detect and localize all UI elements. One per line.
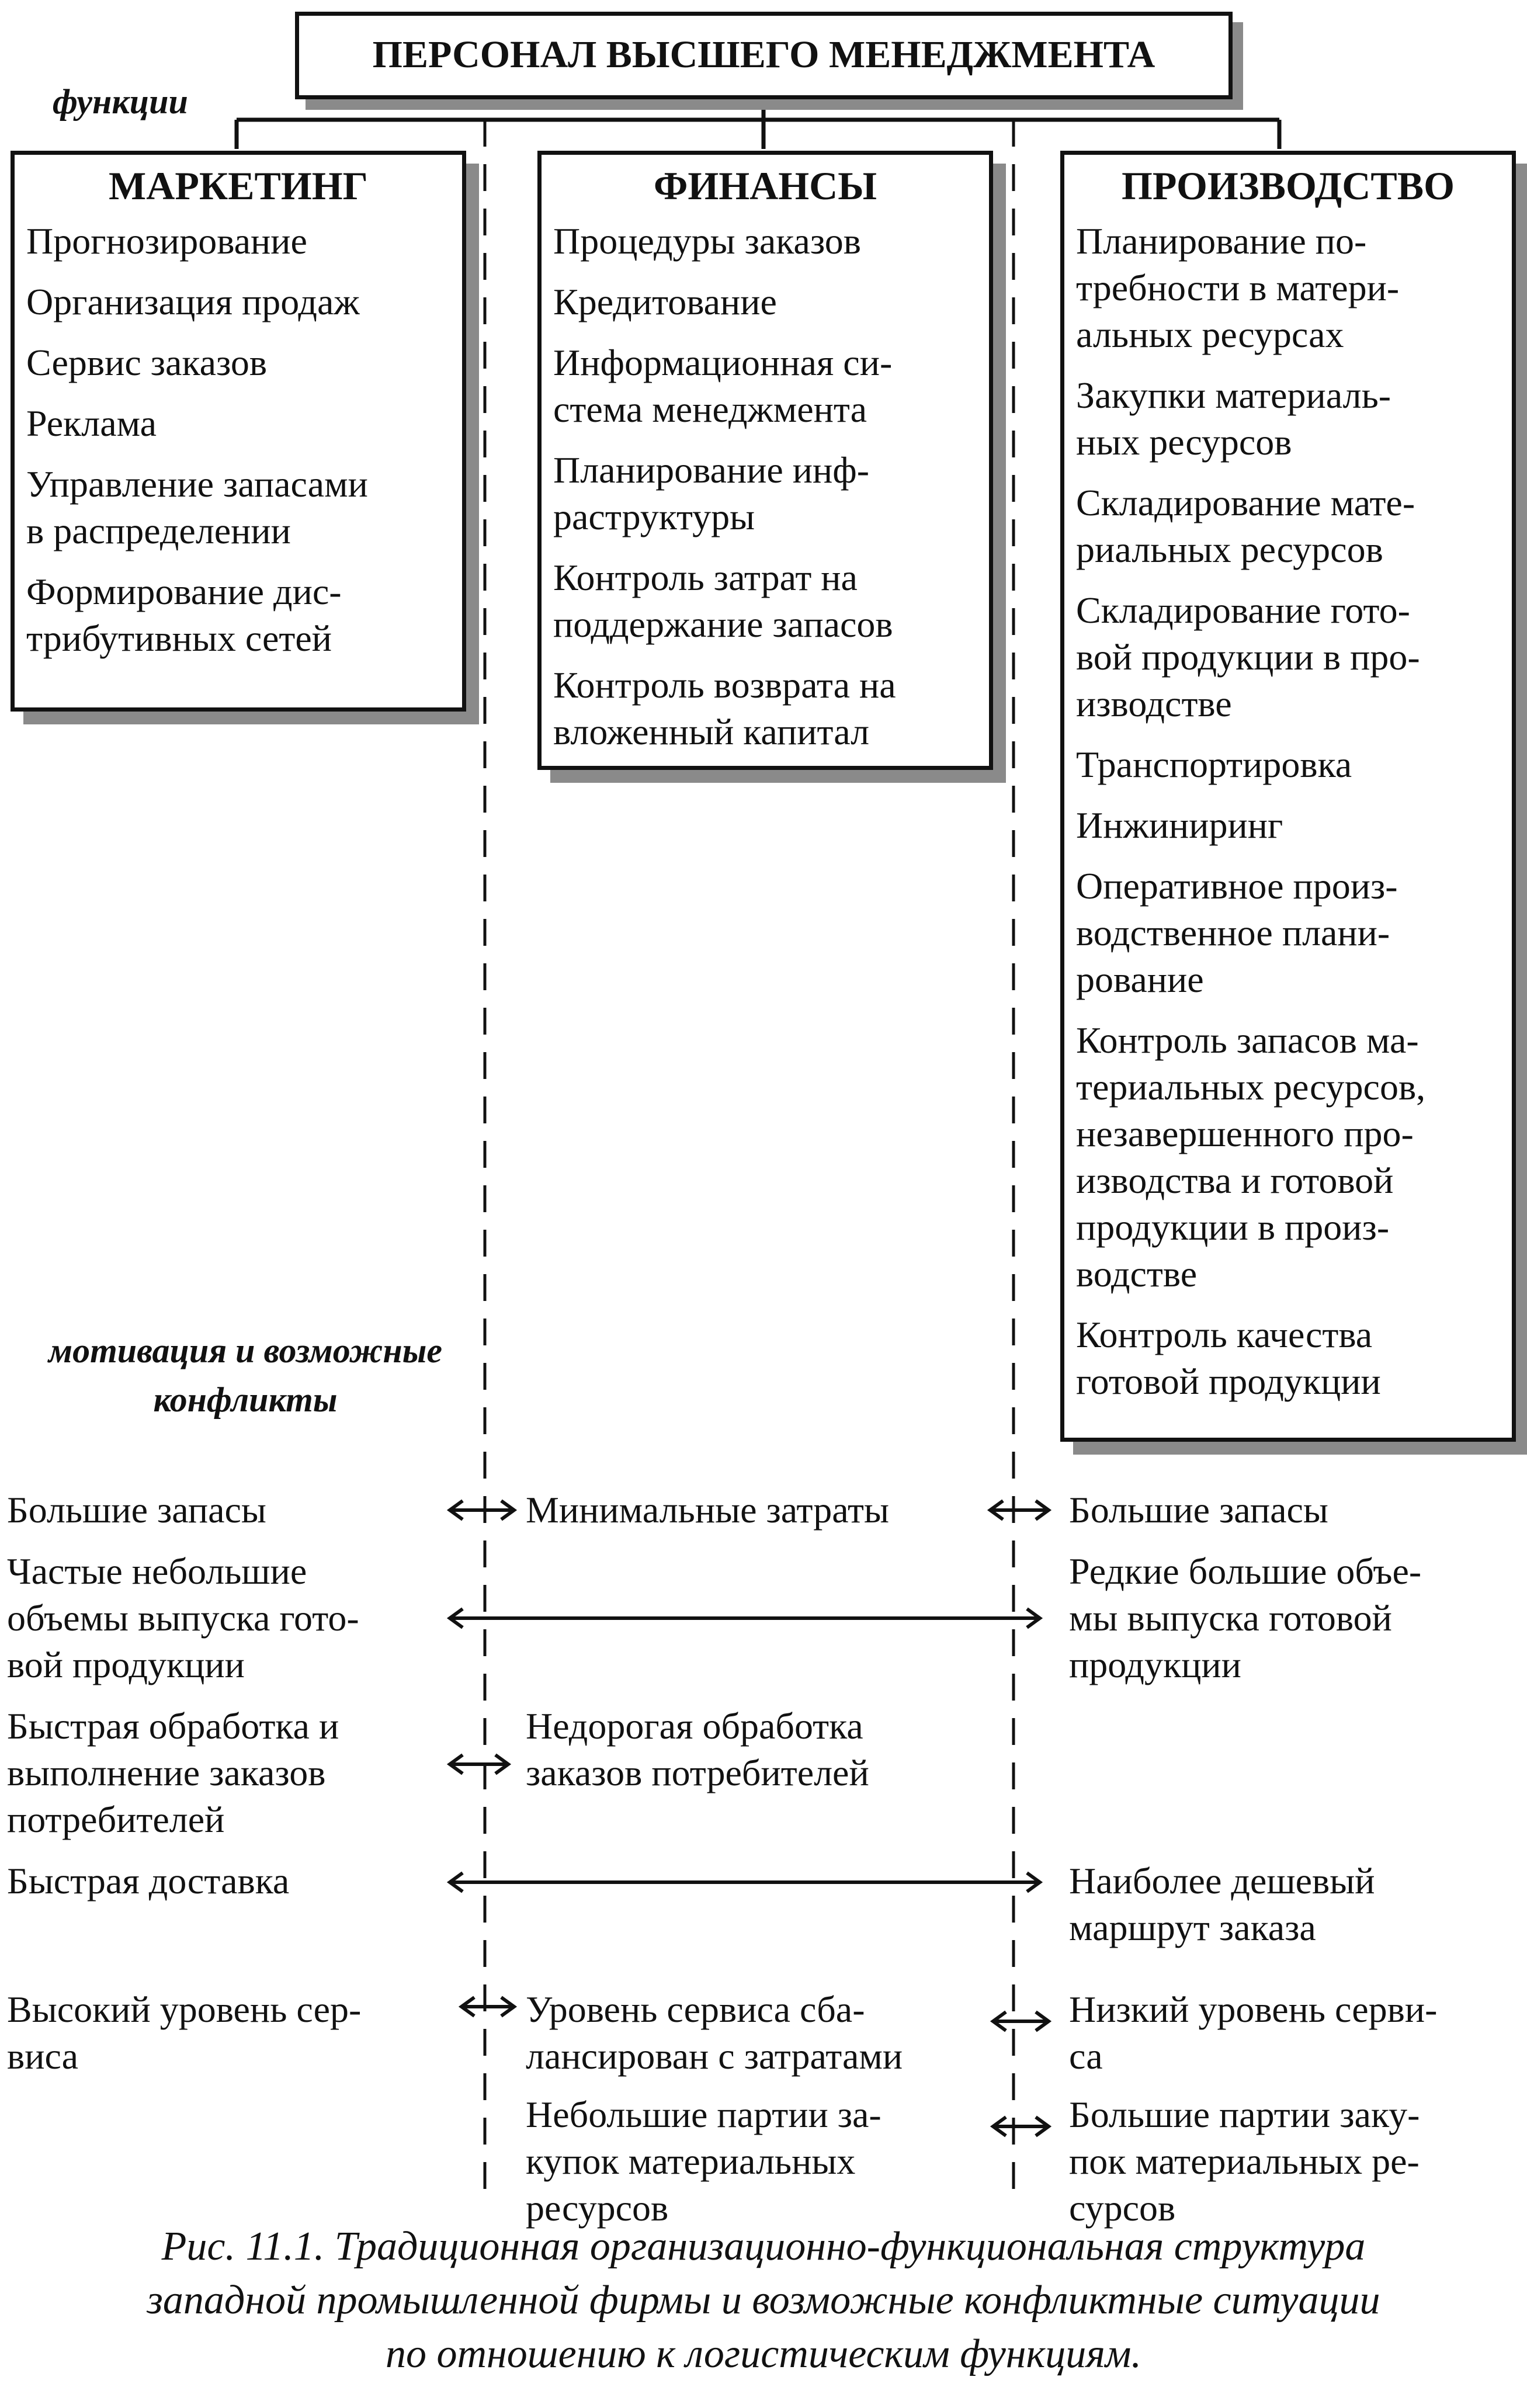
conflict-finance: Уровень сервиса сба- лансирован с затрат… [526,1989,903,2077]
motivation-label: мотивация и возможные конфликты [48,1331,442,1419]
functions-label: функции [53,82,188,121]
conflict-production: Низкий уровень серви- са [1069,1989,1438,2077]
function-item: Контроль качества готовой продукции [1076,1314,1381,1402]
arrow-right-row6 [990,2115,1052,2138]
arrow-right-row5 [990,2010,1052,2032]
function-item: Инжиниринг [1076,804,1283,846]
finance-title: ФИНАНСЫ [653,164,877,208]
conflict-production: Наиболее дешевый маршрут заказа [1069,1860,1375,1948]
conflict-marketing: Быстрая обработка и выполнение заказов п… [7,1705,339,1840]
function-item: Прогнозирование [26,220,307,262]
top-management-box: ПЕРСОНАЛ ВЫСШЕГО МЕНЕДЖМЕНТА [295,12,1233,99]
function-item: Транспортировка [1076,744,1352,785]
top-management-title: ПЕРСОНАЛ ВЫСШЕГО МЕНЕДЖМЕНТА [372,33,1155,76]
production-title: ПРОИЗВОДСТВО [1121,164,1455,208]
function-item: Реклама [26,403,157,444]
conflict-finance: Небольшие партии за- купок материальных … [526,2094,882,2229]
function-item: Контроль затрат на поддержание запасов [553,557,893,645]
function-item: Организация продаж [26,281,360,322]
arrow-long-row4 [446,1871,1043,1893]
production-functions-list: Планирование по- требности в матери- аль… [1076,218,1500,1419]
function-item: Управление запасами в распределении [26,463,368,551]
function-item: Сервис заказов [26,342,268,383]
conflict-finance: Недорогая обработка заказов потребителей [526,1705,869,1793]
function-item: Планирование инф- раструктуры [553,449,870,537]
marketing-title: МАРКЕТИНГ [109,164,368,208]
arrow-right-row1 [987,1499,1052,1521]
function-item: Формирование дис- трибутивных сетей [26,571,342,659]
arrow-left-row5 [458,1996,518,2018]
conflict-production: Большие запасы [1069,1489,1328,1531]
function-item: Складирование мате- риальных ресурсов [1076,482,1415,570]
production-box: ПРОИЗВОДСТВО Планирование по- требности … [1060,151,1516,1442]
function-item: Информационная си- стема менеджмента [553,342,893,430]
function-item: Планирование по- требности в матери- аль… [1076,220,1400,355]
arrow-long-row2 [446,1607,1043,1629]
function-item: Оперативное произ- водственное плани- ро… [1076,865,1398,1000]
function-item: Кредитование [553,281,777,322]
arrow-left-row1 [446,1499,518,1521]
arrow-left-row3 [446,1753,512,1775]
conflict-finance: Минимальные затраты [526,1489,889,1531]
conflict-marketing: Частые небольшие объемы выпуска гото- во… [7,1550,359,1685]
conflict-production: Редкие большие объе- мы выпуска готовой … [1069,1550,1422,1685]
figure-caption: Рис. 11.1. Традиционная организационно-ф… [147,2224,1380,2376]
function-item: Контроль запасов ма- териальных ресурсов… [1076,1019,1426,1295]
conflict-marketing: Быстрая доставка [7,1860,290,1902]
conflict-marketing: Большие запасы [7,1489,266,1531]
conflict-marketing: Высокий уровень сер- виса [7,1989,362,2077]
function-item: Контроль возврата на вложенный капитал [553,664,896,752]
function-item: Процедуры заказов [553,220,861,262]
function-item: Складирование гото- вой продукции в про-… [1076,589,1420,724]
conflict-production: Большие партии заку- пок материальных ре… [1069,2094,1420,2229]
function-item: Закупки материаль- ных ресурсов [1076,374,1391,463]
